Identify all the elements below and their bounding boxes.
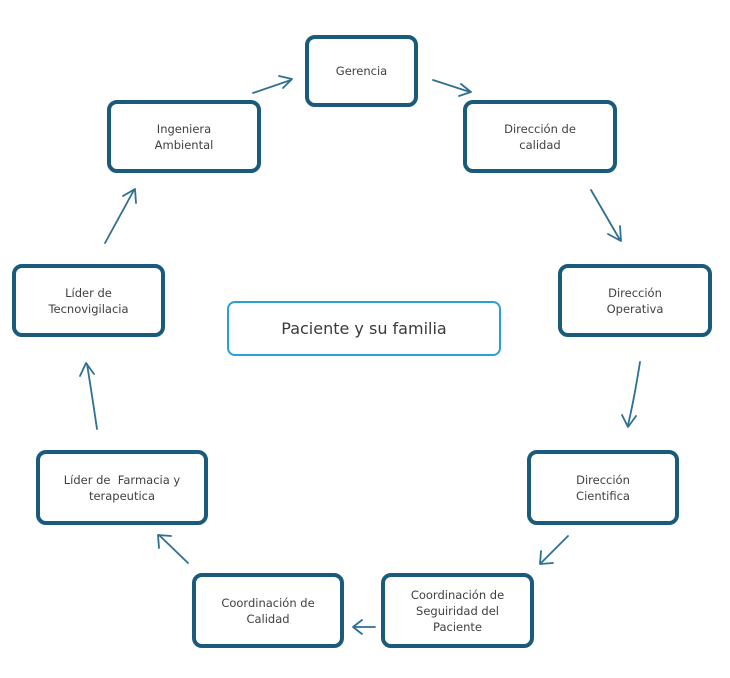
node-direccion-cientifica: Dirección Cientifica [527,450,679,525]
node-label: Dirección de calidad [504,121,576,152]
node-label: Ingeniera Ambiental [154,121,214,152]
node-label: Coordinación de Calidad [221,595,315,626]
arrow-coordinacion-calidad-to-lider-farmacia [157,534,189,564]
center-node-paciente: Paciente y su familia [227,301,501,356]
arrow-gerencia-to-direccion-calidad [432,79,472,97]
node-label: Dirección Operativa [606,285,664,316]
arrow-direccion-calidad-to-direccion-operativa [590,189,622,242]
center-label: Paciente y su familia [281,319,447,338]
arrow-ingeniera-ambiental-to-gerencia [252,75,293,94]
node-direccion-calidad: Dirección de calidad [463,100,617,173]
arrow-direccion-operativa-to-direccion-cientifica [621,361,641,428]
arrow-lider-farmacia-to-lider-tecnovigilancia [79,362,98,430]
node-label: Gerencia [335,64,388,78]
node-gerencia: Gerencia [305,35,418,107]
arrow-coordinacion-seguridad-to-coordinacion-calidad [352,619,376,635]
node-label: Líder de Tecnovigilacia [48,285,129,316]
node-coordinacion-calidad: Coordinación de Calidad [192,573,344,648]
node-coordinacion-seguridad: Coordinación de Seguiridad del Paciente [381,573,534,648]
node-lider-farmacia: Líder de Farmacia y terapeutica [36,450,208,525]
node-ingeniera-ambiental: Ingeniera Ambiental [107,100,261,173]
arrow-lider-tecnovigilancia-to-ingeniera-ambiental [104,188,137,244]
node-direccion-operativa: Dirección Operativa [558,264,712,337]
node-label: Dirección Cientifica [576,472,630,503]
node-label: Líder de Farmacia y terapeutica [63,472,184,503]
node-label: Coordinación de Seguiridad del Paciente [410,587,505,634]
node-lider-tecnovigilancia: Líder de Tecnovigilacia [12,264,165,337]
arrow-direccion-cientifica-to-coordinacion-seguridad [539,535,569,565]
